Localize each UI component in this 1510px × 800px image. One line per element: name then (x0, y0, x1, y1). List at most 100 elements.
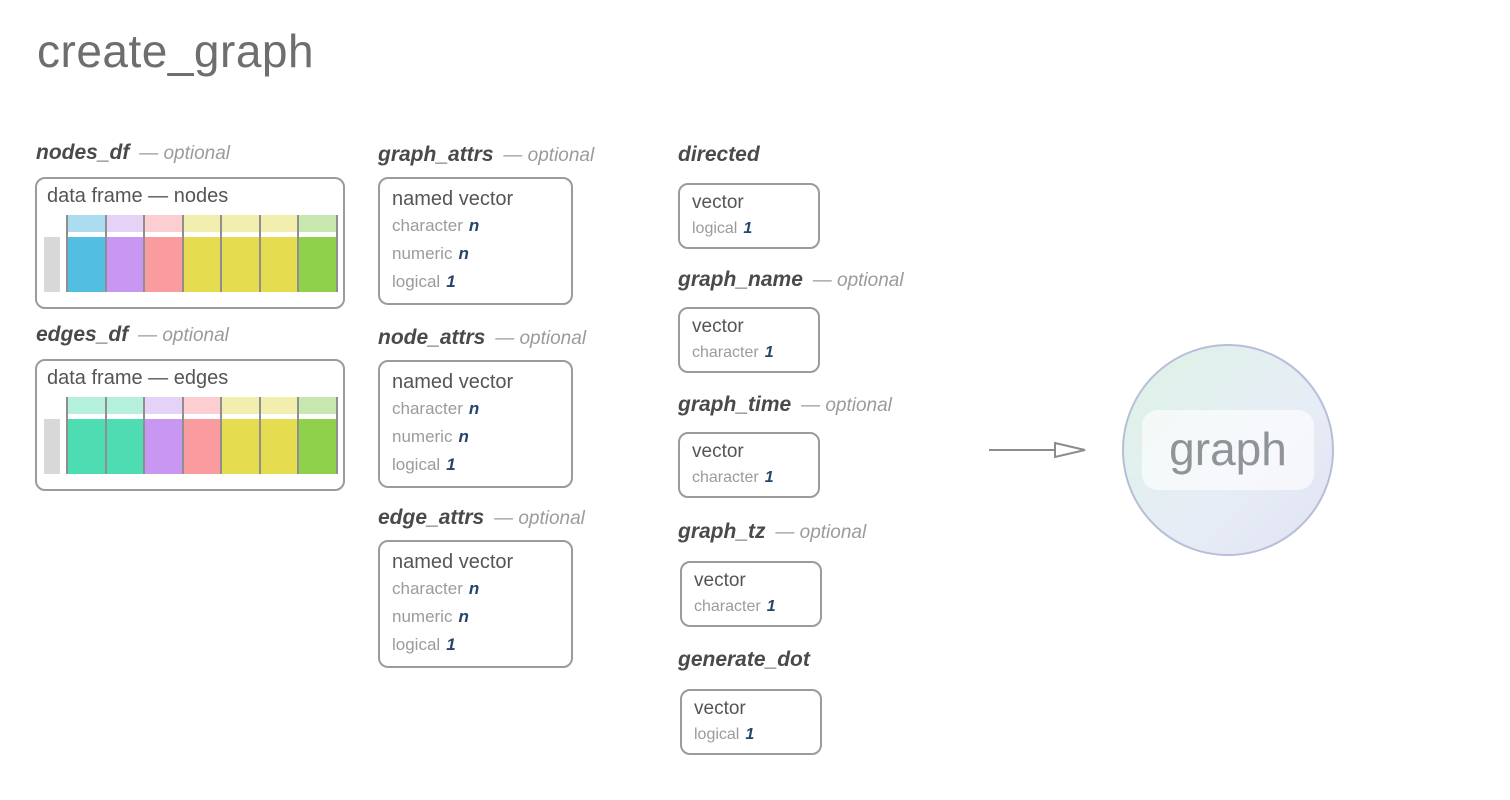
param-name: graph_attrs (378, 143, 494, 166)
type-row: character n (392, 212, 559, 240)
row-label: logical (692, 220, 738, 237)
edges-df-columns (66, 397, 338, 474)
type-label: vector (692, 441, 744, 462)
row-count: 1 (446, 455, 456, 474)
param-name: graph_time (678, 393, 792, 416)
df-column (66, 215, 105, 292)
param-label-directed: directed (678, 143, 764, 167)
type-row: numeric n (392, 240, 559, 268)
param-label-graph-name: graph_name — optional (678, 268, 904, 292)
type-row: numeric n (392, 423, 559, 451)
row-index-stub (44, 419, 60, 474)
param-name: edges_df (36, 323, 129, 346)
type-row: logical 1 (692, 216, 806, 242)
df-column (297, 397, 337, 474)
param-optional: — optional (503, 145, 595, 166)
param-name: nodes_df (36, 141, 130, 164)
row-count: 1 (764, 344, 774, 361)
row-label: logical (392, 272, 441, 291)
param-name: edge_attrs (378, 506, 485, 529)
df-column (220, 397, 259, 474)
df-column (181, 397, 221, 474)
type-label: vector (694, 698, 746, 719)
param-optional: — optional (139, 143, 231, 164)
row-count: n (468, 216, 480, 235)
row-count: n (458, 427, 469, 446)
param-optional: — optional (812, 270, 904, 291)
row-count: 1 (766, 598, 776, 615)
row-count: 1 (743, 220, 753, 237)
row-count: 1 (764, 469, 774, 486)
type-row: character 1 (692, 340, 806, 366)
param-label-graph-attrs: graph_attrs — optional (378, 143, 594, 167)
df-column (181, 215, 221, 292)
df-column (258, 397, 298, 474)
type-row: character n (392, 575, 559, 603)
row-label: logical (694, 726, 740, 743)
df-column (66, 397, 105, 474)
param-name: directed (678, 143, 760, 166)
graph-output-label: graph (1142, 410, 1314, 490)
type-label: vector (692, 316, 744, 337)
type-label: named vector (392, 371, 514, 393)
nodes-df-columns (66, 215, 338, 292)
row-label: character (692, 469, 759, 486)
type-label: named vector (392, 188, 514, 210)
row-count: 1 (446, 272, 456, 291)
param-label-edge-attrs: edge_attrs — optional (378, 506, 585, 530)
row-label: numeric (392, 244, 453, 263)
df-column (143, 397, 182, 474)
param-label-edges-df: edges_df — optional (36, 323, 229, 347)
type-row: character n (392, 395, 559, 423)
param-name: graph_name (678, 268, 803, 291)
graph-name-box: vector character 1 (678, 307, 820, 373)
row-count: n (468, 399, 480, 418)
type-row: logical 1 (694, 722, 808, 748)
type-row: character 1 (692, 465, 806, 491)
row-label: character (392, 399, 463, 418)
param-optional: — optional (775, 522, 867, 543)
row-count: n (458, 244, 469, 263)
row-index-stub (44, 237, 60, 292)
row-label: character (392, 579, 463, 598)
row-label: logical (392, 635, 441, 654)
graph-output-node: graph (1122, 344, 1334, 556)
type-label: named vector (392, 551, 514, 573)
param-name: generate_dot (678, 648, 810, 671)
row-count: n (458, 607, 469, 626)
row-label: numeric (392, 427, 453, 446)
df-column (220, 215, 259, 292)
generate-dot-box: vector logical 1 (680, 689, 822, 755)
type-row: character 1 (694, 594, 808, 620)
row-count: n (468, 579, 480, 598)
row-label: character (692, 344, 759, 361)
row-count: 1 (745, 726, 755, 743)
param-optional: — optional (801, 395, 892, 416)
param-optional: — optional (495, 328, 587, 349)
edges-df-box: data frame — edges (35, 359, 345, 491)
node-attrs-box: named vector character n numeric n logical… (378, 360, 573, 488)
graph-time-box: vector character 1 (678, 432, 820, 498)
row-label: character (694, 598, 761, 615)
param-name: node_attrs (378, 326, 486, 349)
arrow-icon (989, 441, 1086, 459)
graph-tz-box: vector character 1 (680, 561, 822, 627)
param-label-generate-dot: generate_dot (678, 648, 814, 672)
row-label: character (392, 216, 463, 235)
nodes-df-box: data frame — nodes (35, 177, 345, 309)
param-optional: — optional (494, 508, 585, 529)
param-label-graph-time: graph_time — optional (678, 393, 892, 417)
graph-attrs-box: named vector character n numeric n logical… (378, 177, 573, 305)
param-label-node-attrs: node_attrs — optional (378, 326, 586, 350)
type-label: vector (694, 570, 746, 591)
df-box-label: data frame — edges (47, 367, 229, 389)
param-name: graph_tz (678, 520, 766, 543)
df-column (143, 215, 182, 292)
param-optional: — optional (138, 325, 229, 346)
df-column (104, 215, 144, 292)
